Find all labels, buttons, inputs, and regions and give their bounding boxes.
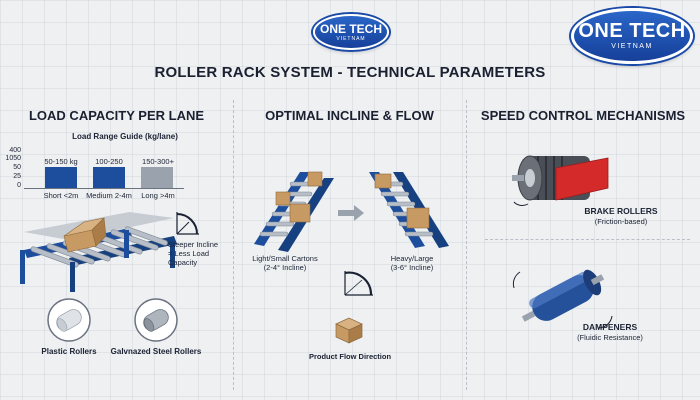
logo-small: ONE TECH VIETNAM [313, 14, 389, 50]
logo-small-name: ONE TECH [319, 21, 382, 36]
logo-large-sub: VIETNAM [611, 43, 653, 50]
column-divider-left [233, 100, 234, 390]
steel-roller-icon [134, 298, 178, 342]
bar-short [45, 167, 77, 188]
dampeners-subtitle: (Fluidic Resistance) [577, 333, 643, 342]
plastic-rollers-label: Plastic Rollers [41, 347, 97, 356]
heavy-conveyor-illustration [369, 172, 449, 248]
light-cartons-label: Light/Small Cartons [252, 254, 318, 263]
column-divider-right [466, 100, 467, 390]
logo-small-sub: VIETNAM [336, 35, 366, 42]
bar-2-bottom-label: Medium 2-4m [86, 191, 132, 200]
heavy-cartons-label: Heavy/Large [390, 254, 434, 263]
bar-3-top-label: 150-300+ [142, 157, 174, 166]
incline-angle-icon [176, 212, 199, 235]
light-conveyor-illustration [254, 171, 334, 252]
flow-arrow-icon [338, 205, 364, 221]
incline-capacity-note: Steeper Incline = Less Load Capacity [168, 240, 219, 267]
bar-long [141, 167, 173, 188]
flow-box-icon [335, 317, 363, 344]
heavy-cartons-incline: (3-6° Incline) [390, 263, 434, 272]
dampeners-title: DAMPENERS [582, 322, 638, 332]
brake-rollers-title: BRAKE ROLLERS [584, 206, 658, 216]
chart-baseline [24, 188, 184, 189]
logo-large-name: ONE TECH [578, 20, 686, 42]
y-tick-25: 25 [13, 173, 21, 180]
y-tick-1050: 1050 [5, 155, 21, 162]
speed-section-divider [485, 239, 690, 240]
flow-direction-label: Product Flow Direction [308, 352, 392, 361]
load-conveyor-illustration [20, 212, 177, 292]
incline-flow-heading: OPTIMAL INCLINE & FLOW [265, 108, 434, 123]
bar-1-bottom-label: Short <2m [43, 191, 79, 200]
page-title: ROLLER RACK SYSTEM - TECHNICAL PARAMETER… [154, 64, 546, 81]
logo-large: ONE TECH VIETNAM [571, 8, 693, 64]
bar-medium [93, 167, 125, 188]
y-tick-50: 50 [13, 164, 21, 171]
bar-2-top-label: 100-250 [95, 157, 123, 166]
light-cartons-incline: (2-4° Incline) [263, 263, 307, 272]
y-tick-400: 400 [9, 147, 21, 154]
incline-gauge-icon [344, 271, 373, 296]
steel-rollers-label: Galvnazed Steel Rollers [110, 347, 202, 356]
brake-roller-illustration [512, 155, 609, 206]
load-guide-title: Load Range Guide (kg/lane) [72, 132, 178, 141]
plastic-roller-icon [47, 298, 91, 342]
y-tick-0: 0 [17, 182, 21, 189]
load-capacity-heading: LOAD CAPACITY PER LANE [28, 108, 205, 123]
bar-3-bottom-label: Long >4m [141, 191, 175, 200]
dampener-illustration [512, 269, 613, 329]
bar-1-top-label: 50-150 kg [44, 157, 78, 166]
speed-control-heading: SPEED CONTROL MECHANISMS [480, 108, 686, 123]
brake-rollers-subtitle: (Friction-based) [594, 217, 648, 226]
